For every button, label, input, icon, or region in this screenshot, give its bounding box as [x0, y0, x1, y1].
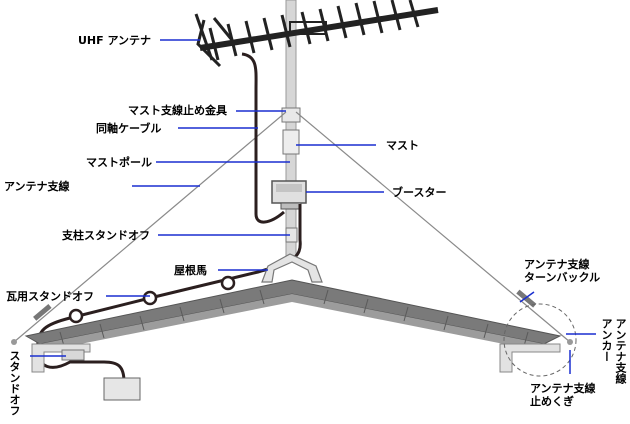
label-pole-standoff: 支柱スタンドオフ: [62, 229, 150, 242]
label-mast-pole: マストポール: [86, 156, 152, 169]
eaves: [31, 343, 561, 373]
standoff-shape: [61, 349, 85, 361]
uhf-antenna: [194, 0, 439, 68]
label-turnbuckle: アンテナ支線 ターンバックル: [524, 258, 601, 284]
booster-shape: [271, 180, 307, 210]
label-mast: マスト: [386, 139, 419, 152]
wall-box: [103, 377, 141, 401]
turnbuckle-left: [33, 304, 52, 321]
roof-saddle-shape: [261, 253, 323, 283]
label-uhf-antenna: UHF アンテナ: [78, 34, 152, 47]
label-guy-stake: アンテナ支線 止めくぎ: [530, 382, 596, 408]
guy-wires: [13, 111, 571, 343]
label-roof-saddle: 屋根馬: [174, 264, 207, 277]
label-anchor-a: アンテナ支線: [614, 318, 627, 384]
label-mast-clamp: マスト支線止め金具: [128, 104, 227, 117]
roof: [24, 279, 562, 352]
label-tile-standoff: 瓦用スタンドオフ: [6, 290, 94, 303]
label-standoff: スタンドオフ: [8, 350, 21, 416]
turnbuckle-right: [516, 289, 537, 308]
label-anchor-b: アンカー: [600, 318, 613, 362]
label-guy-wire: アンテナ支線: [4, 180, 70, 193]
label-booster: ブースター: [392, 186, 447, 199]
label-coax-cable: 同軸ケーブル: [96, 122, 162, 135]
leader-lines: [30, 39, 596, 374]
anchor-detail-circle: [503, 303, 577, 377]
mast-clamp-shape: [281, 107, 301, 123]
mast-shape: [282, 129, 300, 155]
